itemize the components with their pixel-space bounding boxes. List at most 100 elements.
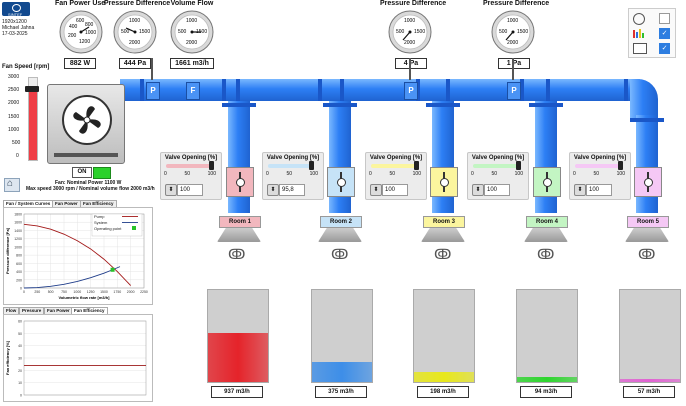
svg-text:1500: 1500 <box>139 29 150 35</box>
airflow-icon: ↂ <box>228 246 246 262</box>
valve-slider-track[interactable] <box>371 164 416 168</box>
damper-valve-3[interactable] <box>430 167 458 197</box>
chart-icon[interactable] <box>633 43 647 54</box>
series-line-system <box>23 266 121 289</box>
damper-valve-4[interactable] <box>533 167 561 197</box>
room-label-4: Room 4 <box>526 216 568 228</box>
valve-slider-knob[interactable] <box>516 161 521 170</box>
legend-label: Pump <box>94 214 105 219</box>
clock-icon[interactable] <box>633 13 645 25</box>
series-line-pump <box>23 223 131 286</box>
airflow-icon: ↂ <box>537 246 555 262</box>
valve-spinner[interactable]: ⬍ <box>472 184 484 196</box>
duct-flange <box>546 79 550 101</box>
plot-frame <box>23 213 145 289</box>
fan-speed-slider[interactable] <box>25 86 39 93</box>
duct-flange <box>529 103 563 107</box>
tab-fan-efficiency[interactable]: Fan Efficiency <box>80 200 117 207</box>
flow-sensor: F <box>186 82 200 100</box>
home-button[interactable]: ⌂ <box>4 178 20 192</box>
gauge-title: Pressure Difference <box>104 0 171 7</box>
valve-slider-track[interactable] <box>575 164 620 168</box>
valve-spinner[interactable]: ⬍ <box>574 184 586 196</box>
valve-value-input[interactable]: 100 <box>382 184 408 196</box>
bar-chart-icon[interactable] <box>633 28 645 38</box>
gauge-value: 1 Pa <box>498 58 530 69</box>
x-tick-label: 250 <box>34 290 40 294</box>
valve-value-input[interactable]: 100 <box>586 184 612 196</box>
flow-bar-fill <box>620 379 680 382</box>
y-tick-label: 0 <box>20 394 22 398</box>
tab-fan-efficiency-2[interactable]: Fan Efficiency <box>71 307 108 314</box>
valve-spinner[interactable]: ⬍ <box>165 184 177 196</box>
header-line3: 17-03-2025 <box>2 31 28 37</box>
room-flow-value-4: 94 m3/h <box>520 386 572 398</box>
valve-slider-knob[interactable] <box>414 161 419 170</box>
tab-fan-power[interactable]: Fan Power <box>52 200 81 207</box>
check-box-chart[interactable]: ✓ <box>659 43 670 54</box>
svg-text:2000: 2000 <box>507 40 518 46</box>
svg-text:500: 500 <box>499 29 508 35</box>
valve-value-input[interactable]: 95,8 <box>279 184 305 196</box>
damper-valve-1[interactable] <box>226 167 254 197</box>
valve-spinner[interactable]: ⬍ <box>370 184 382 196</box>
gauge-value: 1661 m3/h <box>170 58 214 69</box>
valve-spinner[interactable]: ⬍ <box>267 184 279 196</box>
room-flow-value-5: 57 m3/h <box>623 386 675 398</box>
duct-flange <box>520 79 524 101</box>
fan-housing <box>47 84 125 164</box>
tab-fan-power-2[interactable]: Fan Power <box>44 307 73 314</box>
damper-valve-5[interactable] <box>634 167 662 197</box>
valve-slider-knob[interactable] <box>309 161 314 170</box>
tab-pressure[interactable]: Pressure <box>19 307 45 314</box>
fan-speed-label: Fan Speed [rpm] <box>2 64 50 70</box>
diffuser-2 <box>318 228 362 242</box>
y-tick-label: 800 <box>16 254 22 258</box>
fan-rotor <box>62 95 112 145</box>
fan-speed-fill <box>29 90 37 160</box>
x-tick-label: 2000 <box>127 290 135 294</box>
tab-flow[interactable]: Flow <box>3 307 20 314</box>
speed-tick: 2000 <box>8 100 20 106</box>
branch-duct-5 <box>636 115 658 213</box>
valve-value-input[interactable]: 100 <box>177 184 203 196</box>
speed-tick: 1000 <box>8 127 20 133</box>
y-tick-label: 40 <box>18 344 22 348</box>
duct-flange <box>323 103 357 107</box>
valve-value-input[interactable]: 100 <box>484 184 510 196</box>
check-box-clock[interactable] <box>659 13 670 24</box>
duct-flange <box>222 103 256 107</box>
fan-on-toggle[interactable] <box>93 167 111 179</box>
duct-flange <box>416 79 420 101</box>
y-tick-label: 1400 <box>14 229 22 233</box>
valve-slider-track[interactable] <box>268 164 313 168</box>
sensor-stem <box>409 58 411 80</box>
check-box-bars[interactable]: ✓ <box>659 28 670 39</box>
gauge-value: 882 W <box>64 58 96 69</box>
x-tick-label: 0 <box>23 290 25 294</box>
room-label-3: Room 3 <box>423 216 465 228</box>
room-flow-bar-2 <box>311 289 373 383</box>
gauge-title: Pressure Difference <box>483 0 550 7</box>
y-axis-label: Pressure difference [Pa] <box>5 227 10 274</box>
valve-slider-track[interactable] <box>166 164 211 168</box>
speed-tick: 500 <box>12 140 21 146</box>
speed-tick: 1500 <box>8 114 20 120</box>
legend-label: System <box>94 220 108 225</box>
damper-valve-2[interactable] <box>327 167 355 197</box>
valve-slider-track[interactable] <box>473 164 518 168</box>
y-tick-label: 60 <box>18 320 22 324</box>
svg-text:2000: 2000 <box>404 40 415 46</box>
valve-slider-knob[interactable] <box>209 161 214 170</box>
valve-slider-knob[interactable] <box>618 161 623 170</box>
tab-fan-system-curves[interactable]: Fan / System Curves <box>3 200 54 207</box>
